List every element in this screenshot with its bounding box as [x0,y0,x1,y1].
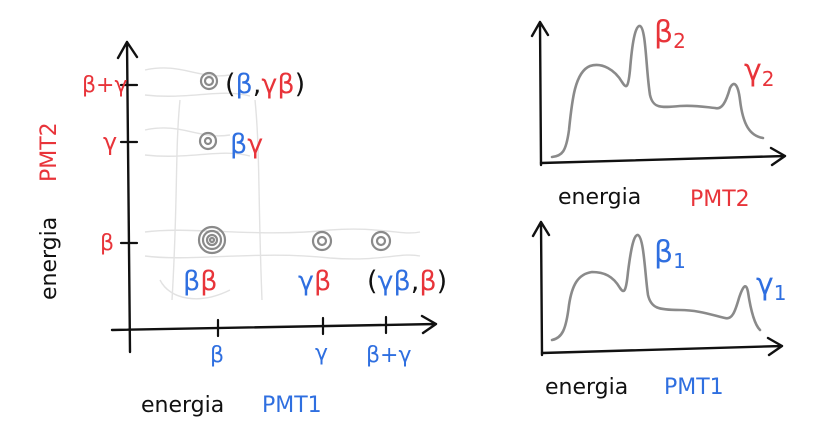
x-axis [110,314,438,335]
spot-gamma-beta [311,230,333,252]
y-axis-title: energia PMT2 [37,122,62,300]
spot-gammabeta-beta [370,230,392,252]
label-beta-gammabeta: (β,γβ) [225,69,305,100]
y-axis [116,40,139,354]
spectrum-pmt1-axis-word: energia [545,375,628,400]
y-tick-label-gamma: γ [103,128,117,156]
spectrum-pmt1-axis-pmt: PMT1 [664,375,724,400]
spectrum-pmt2-peak2-label: γ2 [744,53,775,91]
x-tick-label-beta-gamma: β+γ [366,343,412,368]
label-gamma-beta: γβ [298,266,331,297]
y-tick-label-beta: β [100,231,114,256]
spectrum-pmt1-y-axis [531,220,551,357]
x-tick-label-gamma: γ [315,341,328,366]
spectrum-pmt2-trace [550,24,765,159]
spectrum-pmt2-peak1-label: β2 [654,15,686,53]
spectrum-pmt1-peak1-label: β1 [654,235,686,273]
label-beta-beta: ββ [183,266,217,297]
spectrum-pmt1: β1 γ1 energia PMT1 [531,220,787,400]
spot-beta-gamma [198,131,218,151]
x-axis-title-pmt: PMT1 [262,393,322,418]
label-beta-gamma: βγ [230,129,263,160]
spectrum-pmt1-trace [550,233,762,342]
spectrum-pmt2-x-axis [539,146,787,167]
x-tick-label-beta: β [210,343,224,368]
spectrum-pmt1-x-axis [540,336,784,357]
spot-beta-gammabeta [199,71,219,91]
background-sketch [144,67,421,301]
y-axis-title-word: energia [37,217,62,300]
y-axis-title-pmt: PMT2 [37,122,62,182]
spectrum-pmt1-peak2-label: γ1 [756,267,787,305]
x-axis-title-word: energia [141,393,224,418]
y-tick-label-beta-gamma: β+γ [82,73,128,98]
label-gammabeta-beta: (γβ,β) [367,266,447,297]
spectrum-pmt2-axis-word: energia [558,185,641,210]
spectrum-pmt2-axis-pmt: PMT2 [690,187,750,212]
spectrum-pmt2-y-axis [530,20,550,167]
scatter-plot: β+γ γ β β γ β+γ (β,γβ) βγ [37,40,447,418]
spectrum-pmt2: β2 γ2 energia PMT2 [530,15,787,212]
spot-beta-beta [197,225,227,255]
